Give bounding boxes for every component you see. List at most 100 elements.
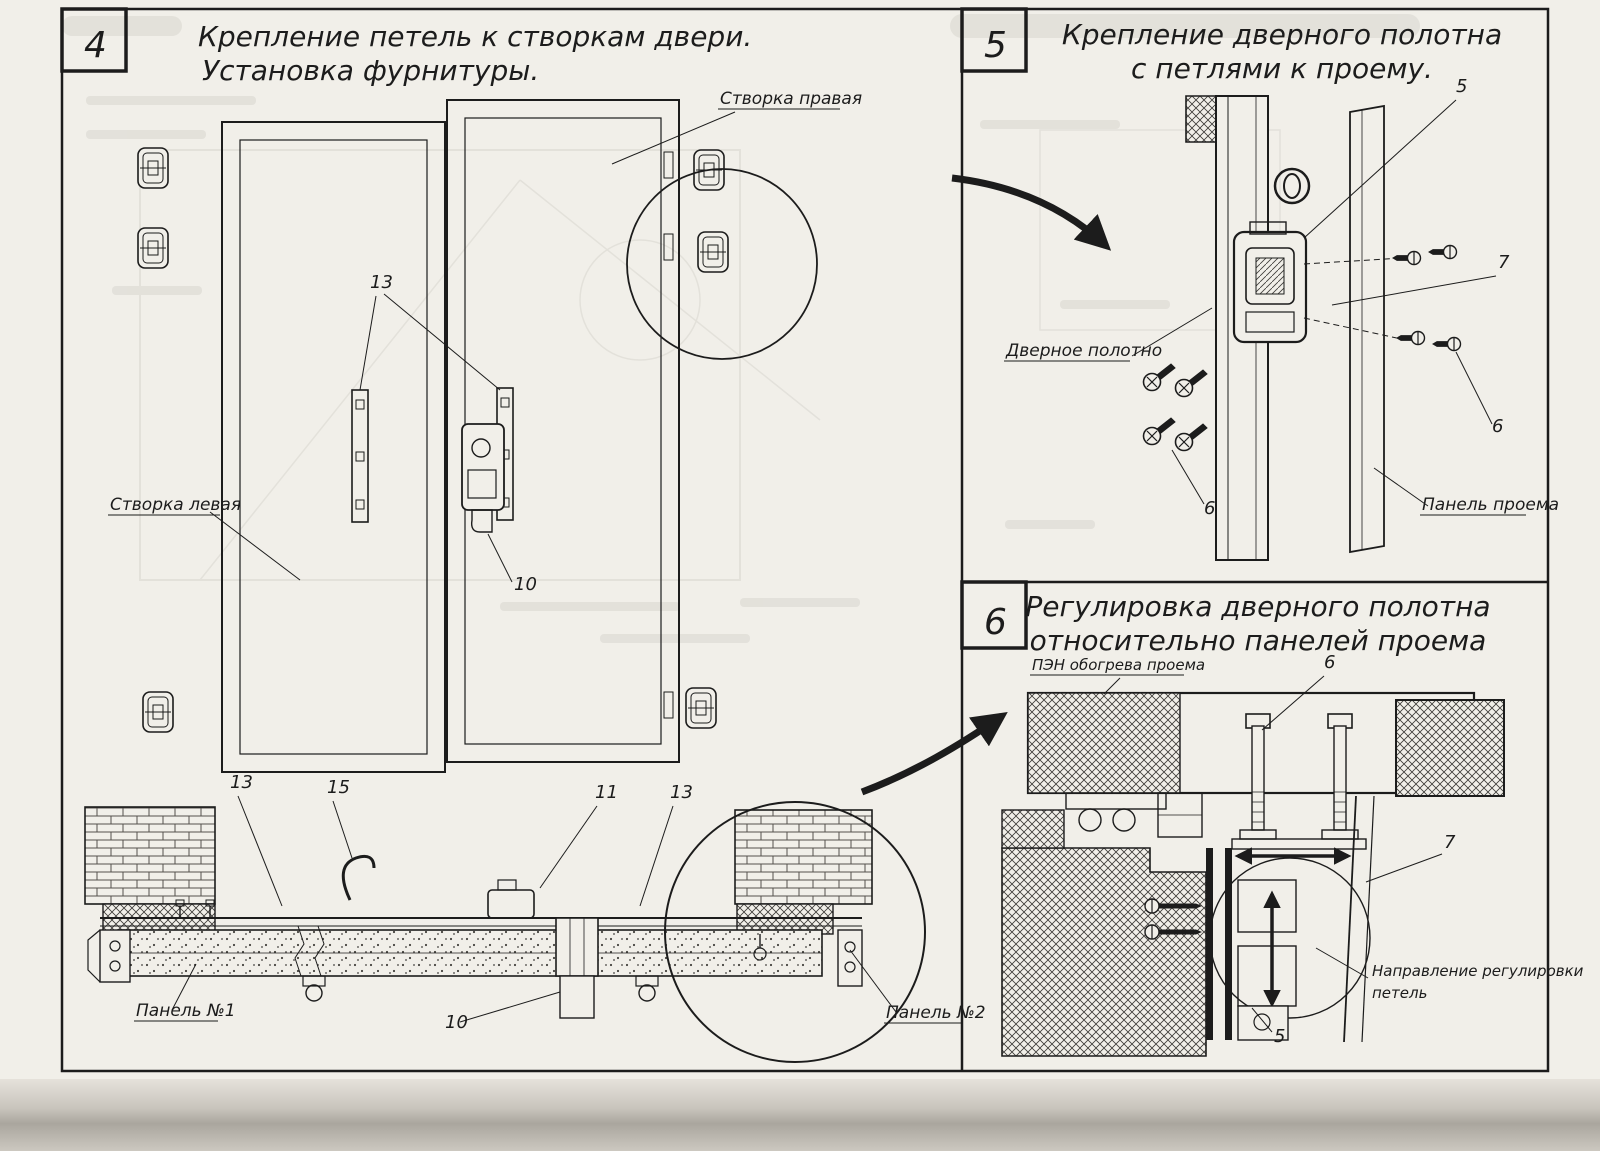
adjustment-bolt bbox=[1333, 725, 1347, 831]
caster bbox=[638, 984, 656, 1002]
hinge-bracket-upper bbox=[1237, 879, 1297, 933]
screw-icon bbox=[1428, 244, 1458, 260]
strike-plate bbox=[351, 389, 369, 523]
screw-icon bbox=[1392, 250, 1422, 266]
panel6-number-box bbox=[960, 580, 1028, 650]
latch-hook bbox=[470, 509, 493, 533]
label-heater: ПЭН обогрева проема bbox=[1032, 656, 1205, 674]
panel4-title-line2: Установка фурнитуры. bbox=[202, 54, 539, 87]
handle-hook bbox=[341, 854, 376, 901]
callout-6: 6 bbox=[1204, 498, 1215, 519]
screw-icon bbox=[1142, 363, 1176, 392]
panel4-number: 4 bbox=[84, 25, 107, 66]
break-mark bbox=[314, 925, 325, 977]
roller bbox=[1078, 808, 1102, 832]
hinge-icon bbox=[137, 227, 169, 269]
zoom-arrow-to-panel6 bbox=[860, 712, 1008, 796]
beam-insulation-right bbox=[1395, 699, 1505, 797]
screw-icon bbox=[1174, 369, 1208, 398]
hinges bbox=[137, 147, 818, 733]
panel5-title-line1: Крепление дверного полотна bbox=[1062, 18, 1502, 51]
screw-icon bbox=[1174, 423, 1208, 452]
opening-panel-edge bbox=[1349, 104, 1385, 554]
hinge-plate bbox=[663, 691, 674, 719]
center-guide bbox=[559, 975, 595, 1019]
adjustment-bolt bbox=[1251, 725, 1265, 831]
hinge-bracket-lower bbox=[1237, 945, 1297, 1007]
brick-wall-right bbox=[734, 809, 873, 905]
callout-13: 13 bbox=[370, 272, 393, 293]
callout-7: 7 bbox=[1498, 252, 1510, 273]
panel6-title-line1: Регулировка дверного полотна bbox=[1025, 590, 1490, 623]
hinge-plate bbox=[663, 151, 674, 179]
panel6: 6 Регулировка дверного полотна относител… bbox=[984, 590, 1584, 1057]
roller-rail bbox=[1065, 792, 1167, 810]
screw-icon bbox=[1142, 417, 1176, 446]
scanner-edge bbox=[0, 1079, 1600, 1151]
label-direction-line2: петель bbox=[1372, 984, 1427, 1002]
threshold-cross-section bbox=[84, 801, 926, 1063]
left-leaf-inner bbox=[239, 139, 428, 755]
end-bracket-right bbox=[837, 929, 863, 987]
label-opening-panel: Панель проема bbox=[1422, 495, 1559, 515]
lock-housing bbox=[487, 889, 535, 919]
label-right-leaf: Створка правая bbox=[720, 89, 862, 109]
caster bbox=[305, 984, 323, 1002]
label-left-leaf: Створка левая bbox=[110, 495, 241, 515]
panel5: 5 Крепление дверного полотна с петлями к… bbox=[984, 18, 1559, 561]
callout-5: 5 bbox=[1456, 76, 1467, 97]
callout-10: 10 bbox=[514, 574, 537, 595]
lock-cylinder bbox=[1273, 167, 1311, 205]
screw-icon bbox=[1432, 336, 1462, 352]
zoom-arrow-to-panel5 bbox=[951, 174, 1112, 251]
callout-5: 5 bbox=[1274, 1026, 1285, 1047]
adjustment-drawing bbox=[1001, 691, 1505, 1057]
screw-icon bbox=[1396, 330, 1426, 346]
hinge-icon bbox=[697, 231, 729, 273]
brick-wall-left bbox=[84, 806, 216, 905]
channel-bar bbox=[1225, 848, 1232, 1040]
callout-6: 6 bbox=[1324, 652, 1335, 673]
hinge-icon bbox=[685, 687, 717, 729]
label-panel1: Панель №1 bbox=[136, 1001, 236, 1021]
callout-13: 13 bbox=[230, 772, 253, 793]
panel4-title-line1: Крепление петель к створкам двери. bbox=[198, 20, 752, 53]
door-leaves-drawing bbox=[221, 99, 680, 773]
callout-13: 13 bbox=[670, 782, 693, 803]
panel6-title-line2: относительно панелей проема bbox=[1030, 624, 1487, 657]
latch-hardware bbox=[351, 387, 514, 533]
callout-10: 10 bbox=[445, 1012, 468, 1033]
panel4: 4 Крепление петель к створкам двери. Уст… bbox=[84, 20, 986, 1063]
break-mark bbox=[294, 925, 305, 977]
center-channel bbox=[555, 917, 599, 977]
panel6-number: 6 bbox=[984, 602, 1007, 643]
label-panel2: Панель №2 bbox=[886, 1003, 986, 1023]
sheet-frame bbox=[60, 7, 1550, 1073]
channel-bar bbox=[1206, 848, 1213, 1040]
hinge-icon bbox=[142, 691, 174, 733]
callout-7: 7 bbox=[1444, 832, 1456, 853]
panel4-number-box bbox=[60, 7, 128, 73]
label-door-leaf: Дверное полотно bbox=[1005, 341, 1162, 361]
label-direction-line1: Направление регулировки bbox=[1372, 962, 1584, 980]
callout-15: 15 bbox=[327, 777, 350, 798]
roller bbox=[1112, 808, 1136, 832]
hinge-icon bbox=[137, 147, 169, 189]
hinge-plate bbox=[663, 233, 674, 261]
foot-bracket bbox=[1237, 1005, 1289, 1041]
bleed-through-ghost bbox=[62, 14, 1420, 643]
left-leaf-outline bbox=[221, 121, 446, 773]
beam-insulation-left bbox=[1027, 692, 1181, 794]
detail-circle-hinges bbox=[626, 168, 818, 360]
detail-circle-section bbox=[664, 801, 926, 1063]
panel5-title-line2: с петлями к проему. bbox=[1131, 52, 1433, 85]
callout-11: 11 bbox=[595, 782, 618, 803]
panel5-number-box bbox=[960, 7, 1028, 73]
right-leaf-outline bbox=[446, 99, 680, 763]
panel5-number: 5 bbox=[984, 25, 1007, 66]
hinge-detail-drawing bbox=[1142, 95, 1462, 561]
end-bracket-left bbox=[99, 929, 131, 983]
callout-6: 6 bbox=[1492, 416, 1503, 437]
